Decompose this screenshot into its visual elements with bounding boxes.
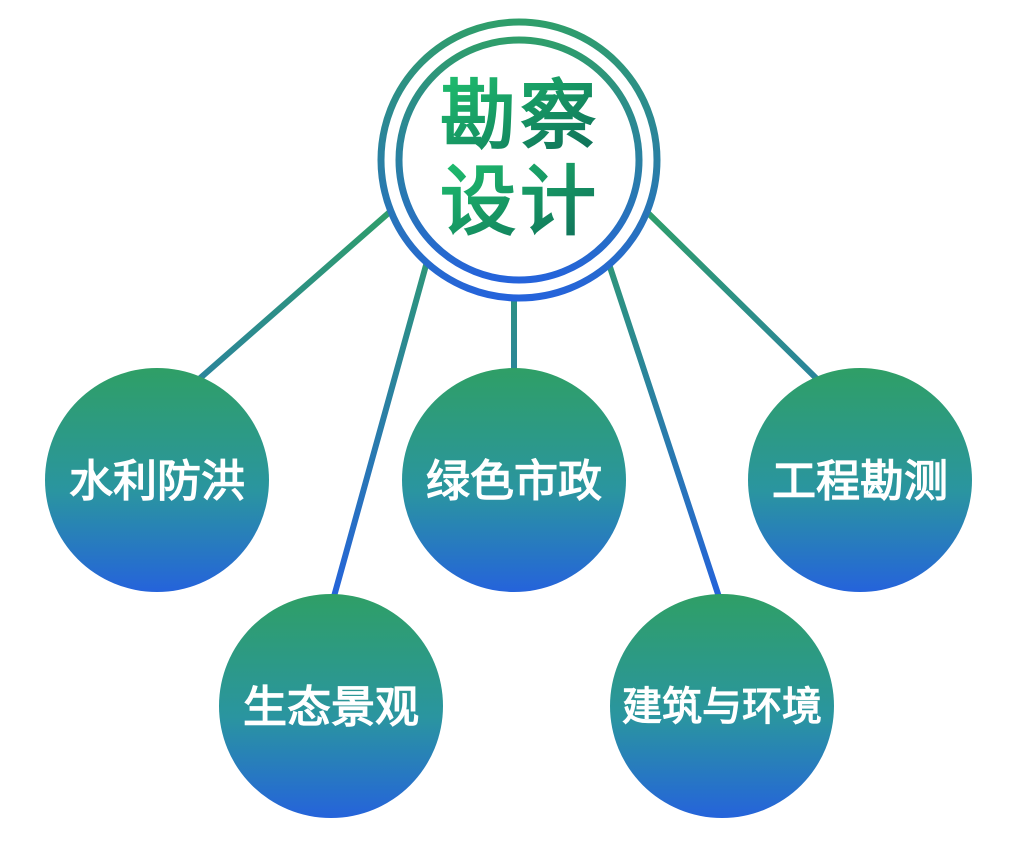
connector-water <box>195 207 395 383</box>
node-municipal-circle <box>402 368 626 592</box>
center-node: 勘察 设计 <box>377 18 661 302</box>
node-survey: 工程勘测 <box>748 368 972 592</box>
node-survey-circle <box>748 368 972 592</box>
center-inner-ring <box>395 36 643 284</box>
node-survey-label: 工程勘测 <box>772 456 948 507</box>
connector-lines <box>195 207 821 603</box>
connector-architecture <box>604 255 723 603</box>
node-architecture-circle <box>610 594 834 818</box>
connector-survey <box>642 207 821 383</box>
connector-ecology <box>330 255 431 603</box>
node-water: 水利防洪 <box>45 368 269 592</box>
center-title-line2: 设计 <box>440 157 600 246</box>
node-architecture: 建筑与环境 <box>610 594 834 818</box>
node-ecology-circle <box>219 594 443 818</box>
node-water-label: 水利防洪 <box>69 456 245 507</box>
node-municipal: 绿色市政 <box>402 368 626 592</box>
node-ecology: 生态景观 <box>219 594 443 818</box>
node-water-circle <box>45 368 269 592</box>
node-ecology-label: 生态景观 <box>243 682 419 733</box>
center-title-line1: 勘察 <box>440 71 600 160</box>
node-municipal-label: 绿色市政 <box>426 456 602 507</box>
node-architecture-label: 建筑与环境 <box>622 683 822 730</box>
